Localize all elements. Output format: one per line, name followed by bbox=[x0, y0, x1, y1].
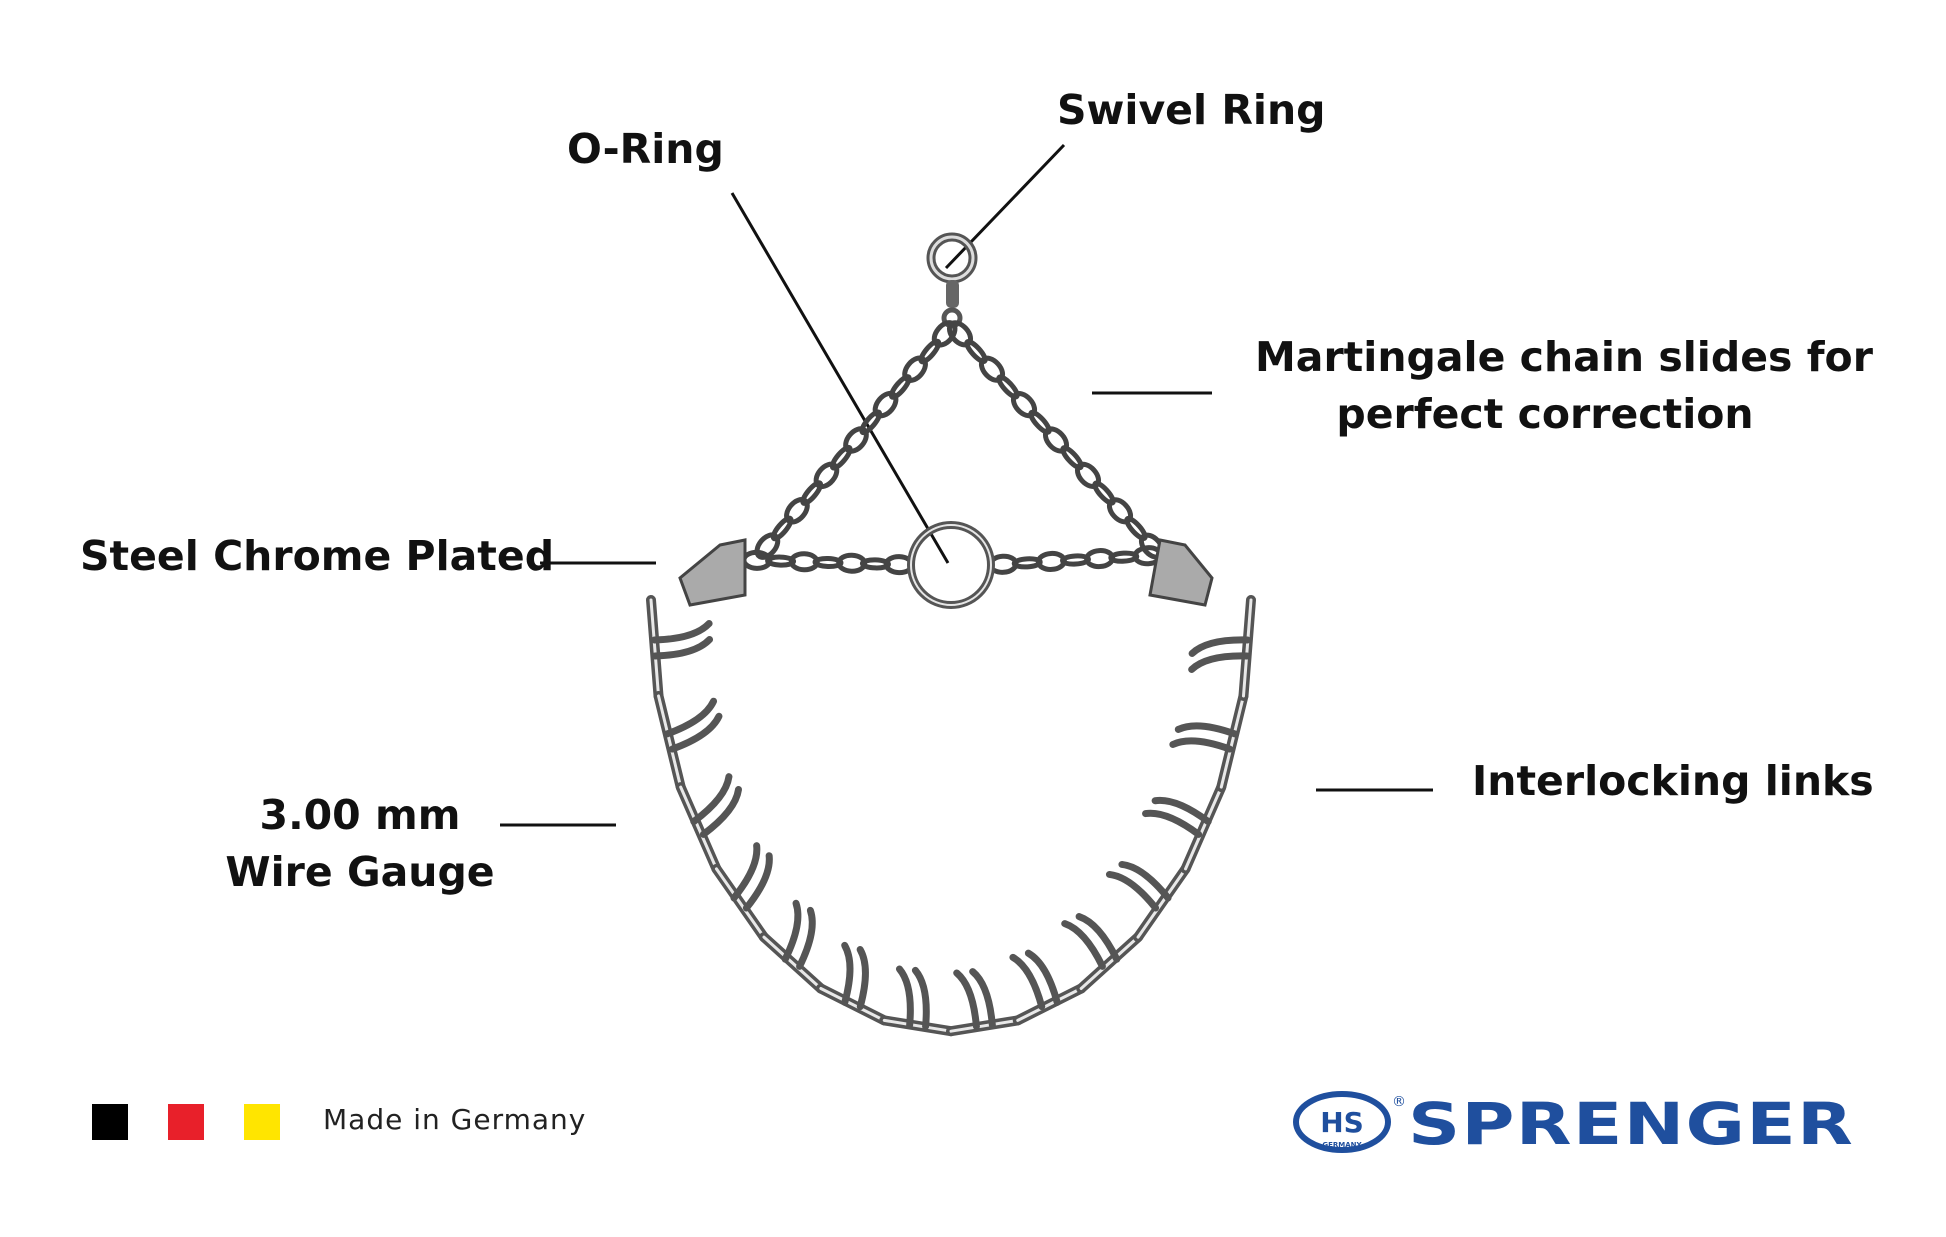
prong bbox=[841, 941, 854, 1006]
prong bbox=[781, 899, 802, 963]
collar-link bbox=[1136, 867, 1188, 939]
prong bbox=[742, 852, 773, 912]
collar-link bbox=[1079, 935, 1140, 990]
prong bbox=[1105, 870, 1160, 912]
collar-link bbox=[819, 986, 886, 1022]
prong bbox=[953, 969, 980, 1030]
label-interlocking: Interlocking links bbox=[1472, 757, 1874, 805]
collar-link bbox=[657, 694, 683, 789]
prong bbox=[1188, 652, 1251, 673]
prong bbox=[668, 712, 723, 753]
chain-link bbox=[918, 338, 942, 365]
prong bbox=[1142, 809, 1203, 838]
prong bbox=[1169, 737, 1234, 753]
flag-black-square bbox=[92, 1104, 128, 1140]
chain-link bbox=[800, 480, 824, 506]
prong bbox=[699, 786, 743, 838]
collar-link bbox=[714, 867, 766, 939]
brand-name: SPRENGER bbox=[1408, 1090, 1854, 1156]
collar-link bbox=[679, 785, 718, 871]
label-martingale: Martingale chain slides for perfect corr… bbox=[1255, 329, 1873, 442]
hs-badge-icon bbox=[1293, 1091, 1391, 1153]
collar-link bbox=[649, 598, 661, 698]
prong bbox=[1075, 913, 1121, 963]
prong bbox=[1151, 796, 1212, 826]
o-ring bbox=[907, 521, 995, 609]
label-wire-gauge-line2: Wire Gauge bbox=[225, 847, 495, 896]
prong bbox=[651, 620, 713, 644]
collar-link bbox=[882, 1018, 953, 1033]
prong bbox=[969, 968, 996, 1029]
chain-link bbox=[829, 444, 853, 471]
chain-link bbox=[754, 532, 781, 560]
prong bbox=[1009, 953, 1046, 1011]
collar-link bbox=[1219, 694, 1245, 789]
prong bbox=[1118, 860, 1172, 902]
chain-link bbox=[859, 409, 883, 436]
prong bbox=[895, 965, 914, 1029]
swivel-ring bbox=[926, 232, 978, 329]
label-wire-gauge: 3.00 mm Wire Gauge bbox=[210, 787, 510, 900]
end-plates bbox=[678, 538, 1214, 607]
label-steel-chrome: Steel Chrome Plated bbox=[80, 532, 555, 580]
collar-link bbox=[1184, 785, 1223, 871]
hs-badge-text: HS bbox=[1320, 1106, 1364, 1139]
collar-link bbox=[762, 935, 823, 990]
prong bbox=[1024, 949, 1061, 1006]
label-martingale-line1: Martingale chain slides for bbox=[1255, 333, 1873, 381]
prong bbox=[911, 966, 930, 1030]
prong bbox=[1061, 920, 1106, 970]
flag-red-square bbox=[168, 1104, 204, 1140]
label-o-ring: O-Ring bbox=[567, 125, 724, 173]
collar-link bbox=[1241, 598, 1253, 698]
hs-badge-sub: GERMANY bbox=[1322, 1141, 1362, 1149]
registered-mark: ® bbox=[1392, 1094, 1406, 1110]
collar-link bbox=[949, 1018, 1020, 1033]
label-swivel-ring: Swivel Ring bbox=[1057, 86, 1326, 134]
prong bbox=[1188, 636, 1251, 657]
made-in-germany: Made in Germany bbox=[323, 1103, 587, 1136]
chain-link bbox=[770, 515, 794, 542]
prong bbox=[796, 906, 816, 970]
prong bbox=[690, 773, 733, 826]
label-wire-gauge-line1: 3.00 mm bbox=[259, 791, 461, 839]
label-martingale-line2: perfect correction bbox=[1336, 389, 1754, 438]
prong bbox=[856, 946, 869, 1011]
prong bbox=[1174, 722, 1239, 738]
flag-gold-square bbox=[244, 1104, 280, 1140]
interlocking-links bbox=[646, 595, 1256, 1037]
sprenger-logo: HS GERMANY ® SPRENGER bbox=[1293, 1090, 1854, 1156]
martingale-chain bbox=[741, 320, 1166, 576]
prong bbox=[651, 635, 714, 660]
chain-link bbox=[888, 374, 912, 400]
prong bbox=[663, 697, 718, 738]
prong bbox=[730, 842, 761, 902]
collar-link bbox=[1016, 986, 1083, 1022]
